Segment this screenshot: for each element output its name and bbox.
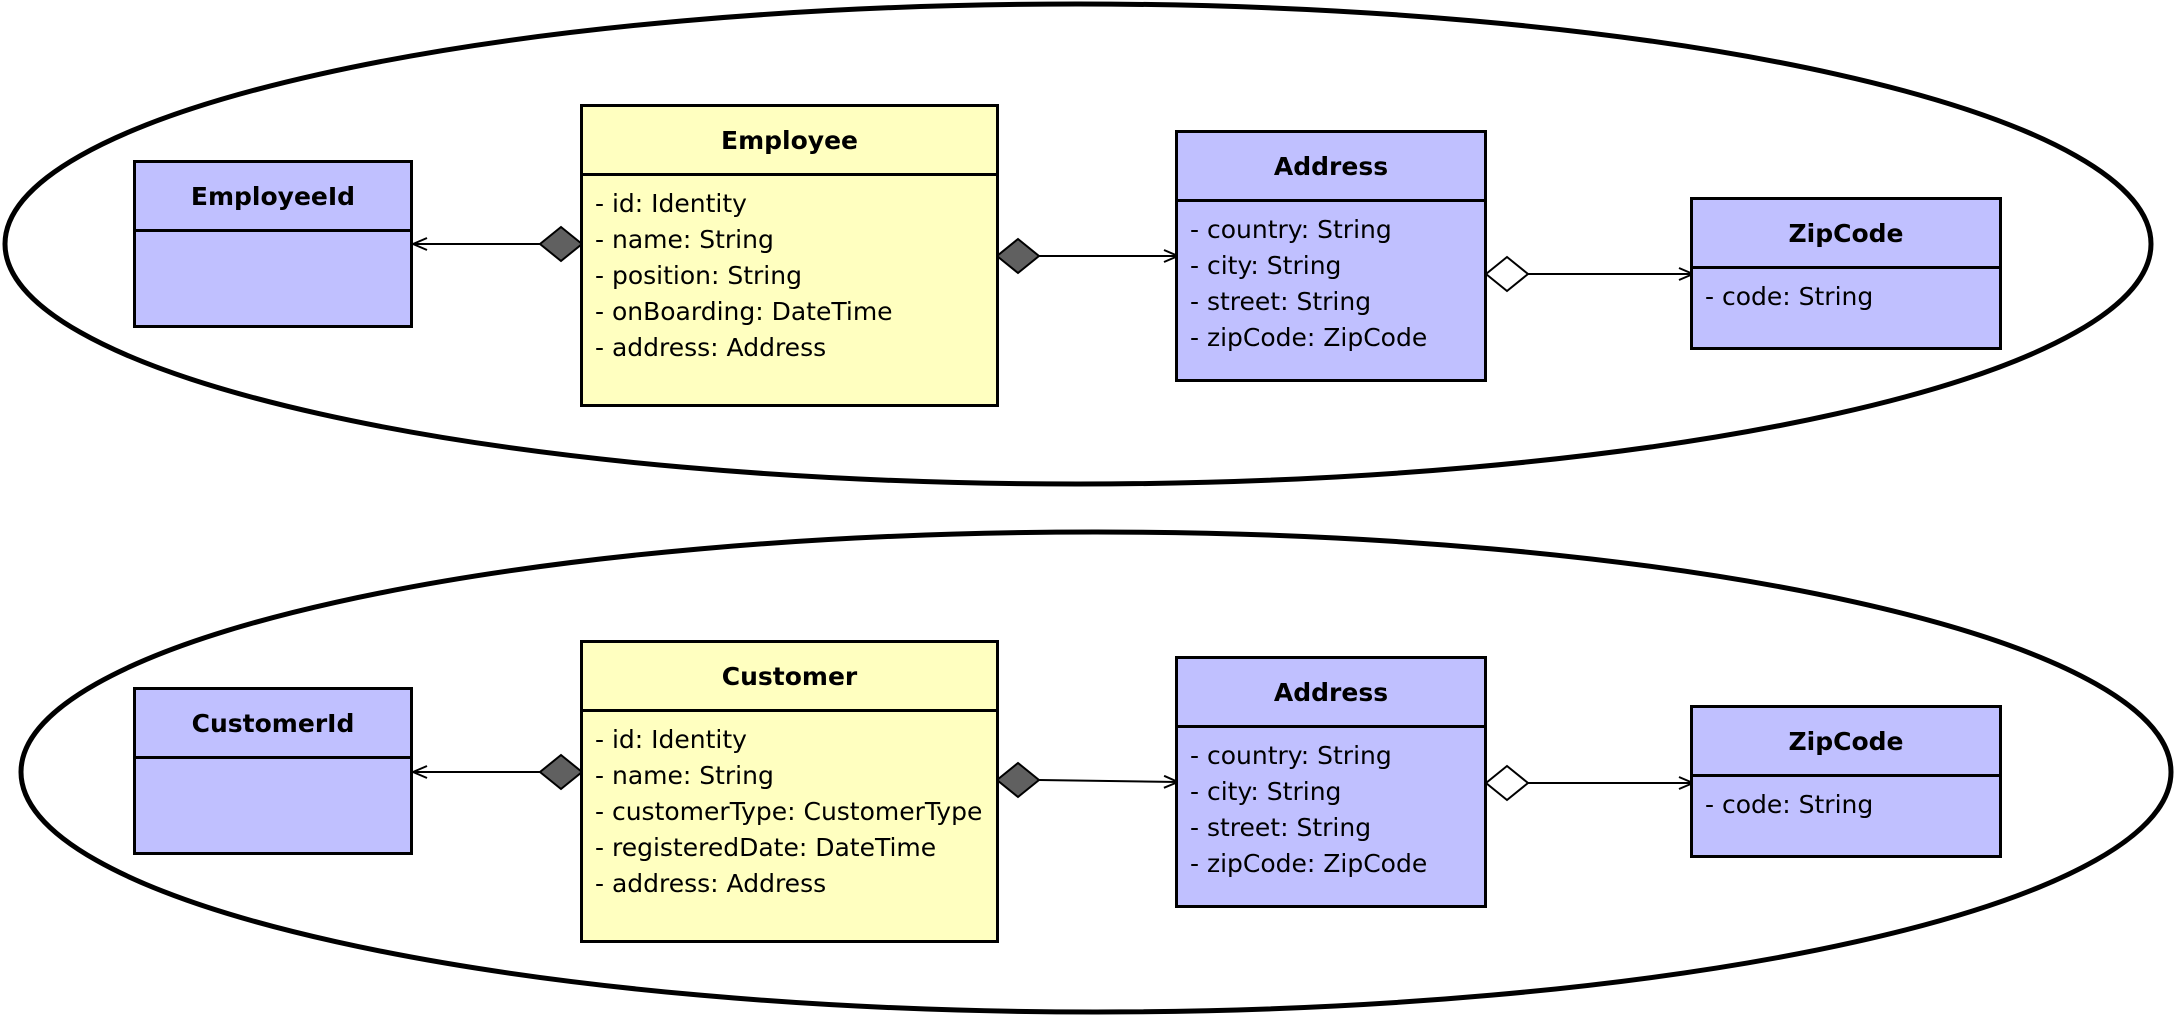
aggregate-boundary-employee	[2, 1, 2154, 487]
attribute: - address: Address	[595, 869, 827, 898]
aggregation-diamond	[1484, 255, 1530, 293]
attribute: - street: String	[1190, 287, 1372, 316]
class-attributes	[136, 232, 410, 325]
class-address[interactable]: Address - country: String - city: String…	[1175, 656, 1487, 908]
class-zipcode[interactable]: ZipCode - code: String	[1690, 705, 2002, 858]
aggregation-address-to-zipcode	[1484, 255, 1693, 293]
attribute: - city: String	[1190, 777, 1342, 806]
attribute: - onBoarding: DateTime	[595, 297, 893, 326]
class-name: Address	[1178, 659, 1484, 728]
class-customer-id[interactable]: CustomerId	[133, 687, 413, 855]
class-name: CustomerId	[136, 690, 410, 759]
class-attributes	[136, 759, 410, 852]
attribute: - city: String	[1190, 251, 1342, 280]
attribute: - zipCode: ZipCode	[1190, 849, 1428, 878]
class-attributes: - id: Identity - name: String - position…	[583, 176, 996, 404]
composition-customer-to-address	[995, 761, 1178, 799]
composition-customer-to-customerid	[413, 753, 584, 791]
composition-employee-to-employeeid	[413, 225, 584, 263]
attribute: - name: String	[595, 225, 774, 254]
attribute: - address: Address	[595, 333, 827, 362]
attribute: - country: String	[1190, 741, 1392, 770]
class-name: Employee	[583, 107, 996, 176]
class-employee[interactable]: Employee - id: Identity - name: String -…	[580, 104, 999, 407]
class-name: ZipCode	[1693, 200, 1999, 269]
attribute: - country: String	[1190, 215, 1392, 244]
attribute: - position: String	[595, 261, 802, 290]
attribute: - id: Identity	[595, 189, 747, 218]
attribute: - zipCode: ZipCode	[1190, 323, 1428, 352]
composition-employee-to-address	[995, 237, 1178, 275]
class-attributes: - id: Identity - name: String - customer…	[583, 712, 996, 940]
class-customer[interactable]: Customer - id: Identity - name: String -…	[580, 640, 999, 943]
aggregation-address-to-zipcode	[1484, 764, 1693, 802]
attribute: - customerType: CustomerType	[595, 797, 983, 826]
attribute: - id: Identity	[595, 725, 747, 754]
attribute: - code: String	[1705, 790, 1874, 819]
composition-diamond	[995, 761, 1041, 799]
attribute: - code: String	[1705, 282, 1874, 311]
class-name: Customer	[583, 643, 996, 712]
class-attributes: - country: String - city: String - stree…	[1178, 202, 1484, 379]
composition-diamond	[538, 753, 584, 791]
class-address[interactable]: Address - country: String - city: String…	[1175, 130, 1487, 382]
attribute: - registeredDate: DateTime	[595, 833, 937, 862]
class-attributes: - code: String	[1693, 269, 1999, 347]
aggregate-boundary-customer	[18, 529, 2174, 1015]
class-employee-id[interactable]: EmployeeId	[133, 160, 413, 328]
class-name: EmployeeId	[136, 163, 410, 232]
class-attributes: - code: String	[1693, 777, 1999, 855]
composition-diamond	[995, 237, 1041, 275]
class-name: Address	[1178, 133, 1484, 202]
attribute: - name: String	[595, 761, 774, 790]
class-zipcode[interactable]: ZipCode - code: String	[1690, 197, 2002, 350]
attribute: - street: String	[1190, 813, 1372, 842]
class-attributes: - country: String - city: String - stree…	[1178, 728, 1484, 905]
composition-diamond	[538, 225, 584, 263]
aggregation-diamond	[1484, 764, 1530, 802]
class-name: ZipCode	[1693, 708, 1999, 777]
